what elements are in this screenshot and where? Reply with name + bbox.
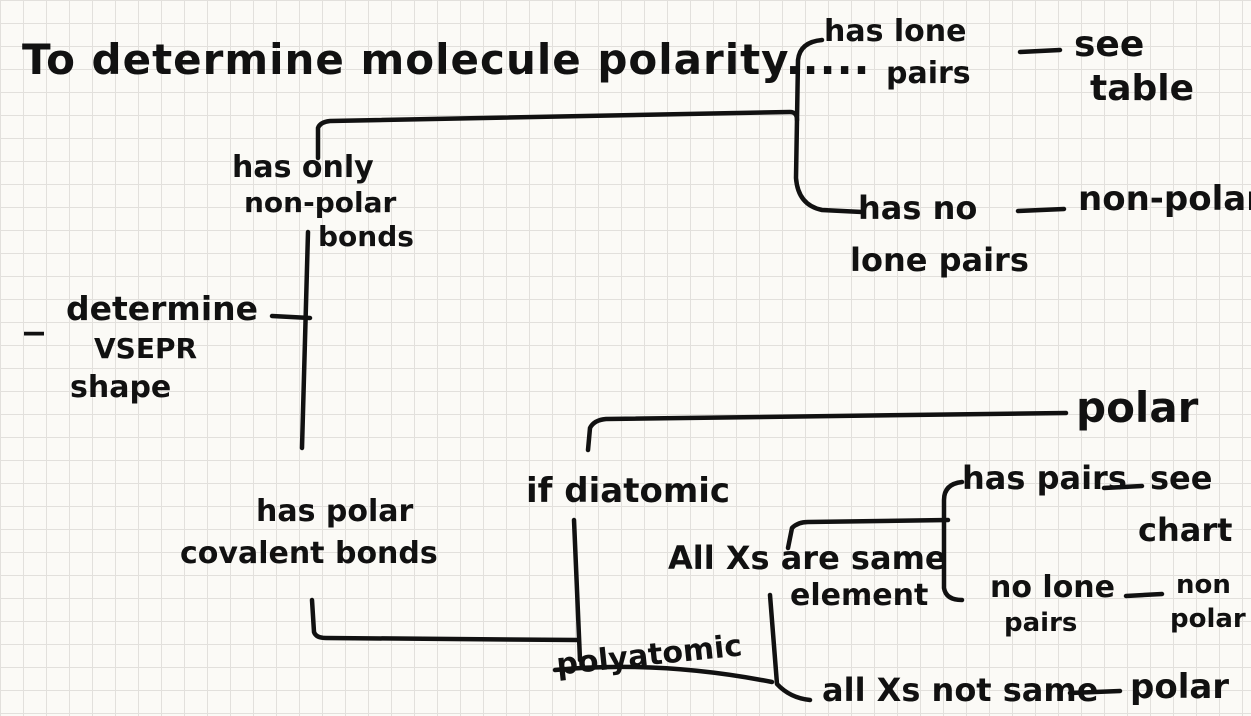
page-title: To determine molecule polarity..... bbox=[22, 35, 871, 84]
see-table-dash bbox=[1017, 47, 1063, 55]
same-element-2: element bbox=[790, 578, 929, 613]
root-line-2: VSEPR bbox=[94, 332, 198, 365]
polar-label-1: has polar bbox=[256, 494, 414, 529]
root-line-3: shape bbox=[70, 370, 172, 405]
see-chart-2: chart bbox=[1138, 511, 1233, 549]
see-chart-dash bbox=[1101, 483, 1145, 491]
same-element-1: All Xs are same bbox=[668, 539, 947, 577]
has-pairs-label: has pairs bbox=[962, 459, 1127, 497]
nonpolar-result: non-polar bbox=[1078, 179, 1251, 219]
not-same-label: all Xs not same bbox=[822, 671, 1099, 709]
pairs-brace bbox=[941, 479, 965, 603]
polar-trunk bbox=[309, 597, 581, 643]
lone-pair-brace bbox=[793, 37, 865, 215]
root-line-1: determine bbox=[66, 289, 259, 328]
nonpolar-label-1: has only bbox=[232, 150, 374, 185]
has-no-lone-pairs-1: has no bbox=[858, 189, 978, 227]
no-lone-pairs-2: pairs bbox=[1004, 608, 1078, 638]
not-same-result: polar bbox=[1130, 667, 1230, 707]
not-same-dash bbox=[1067, 688, 1123, 696]
see-table-1: see bbox=[1074, 24, 1145, 65]
nonpolar-label-2: non-polar bbox=[244, 186, 397, 219]
see-table-2: table bbox=[1090, 68, 1195, 109]
main-trunk bbox=[299, 229, 311, 451]
root-dash: _ bbox=[24, 290, 44, 336]
non-polar-dash bbox=[1123, 591, 1165, 599]
no-lone-pairs-1: no lone bbox=[990, 570, 1116, 605]
non-polar-result-1: non bbox=[1176, 570, 1231, 600]
diatomic-polyatomic-bracket bbox=[571, 517, 583, 663]
same-element-bracket bbox=[785, 517, 951, 551]
nonpolar-bracket bbox=[315, 109, 800, 161]
see-chart-1: see bbox=[1150, 459, 1213, 497]
nonpolar-dash bbox=[1015, 206, 1067, 214]
nonpolar-label-3: bonds bbox=[318, 220, 414, 253]
diatomic-to-polar bbox=[585, 410, 1069, 453]
non-polar-result-2: polar bbox=[1170, 604, 1246, 634]
diatomic-label: if diatomic bbox=[526, 471, 731, 511]
polyatomic-loop bbox=[767, 592, 813, 703]
diatomic-result: polar bbox=[1076, 383, 1199, 432]
has-lone-pairs-1: has lone bbox=[824, 14, 967, 49]
polyatomic-underline bbox=[552, 664, 775, 685]
has-no-lone-pairs-2: lone pairs bbox=[850, 241, 1029, 279]
has-lone-pairs-2: pairs bbox=[886, 56, 971, 91]
polar-label-2: covalent bonds bbox=[180, 536, 438, 571]
